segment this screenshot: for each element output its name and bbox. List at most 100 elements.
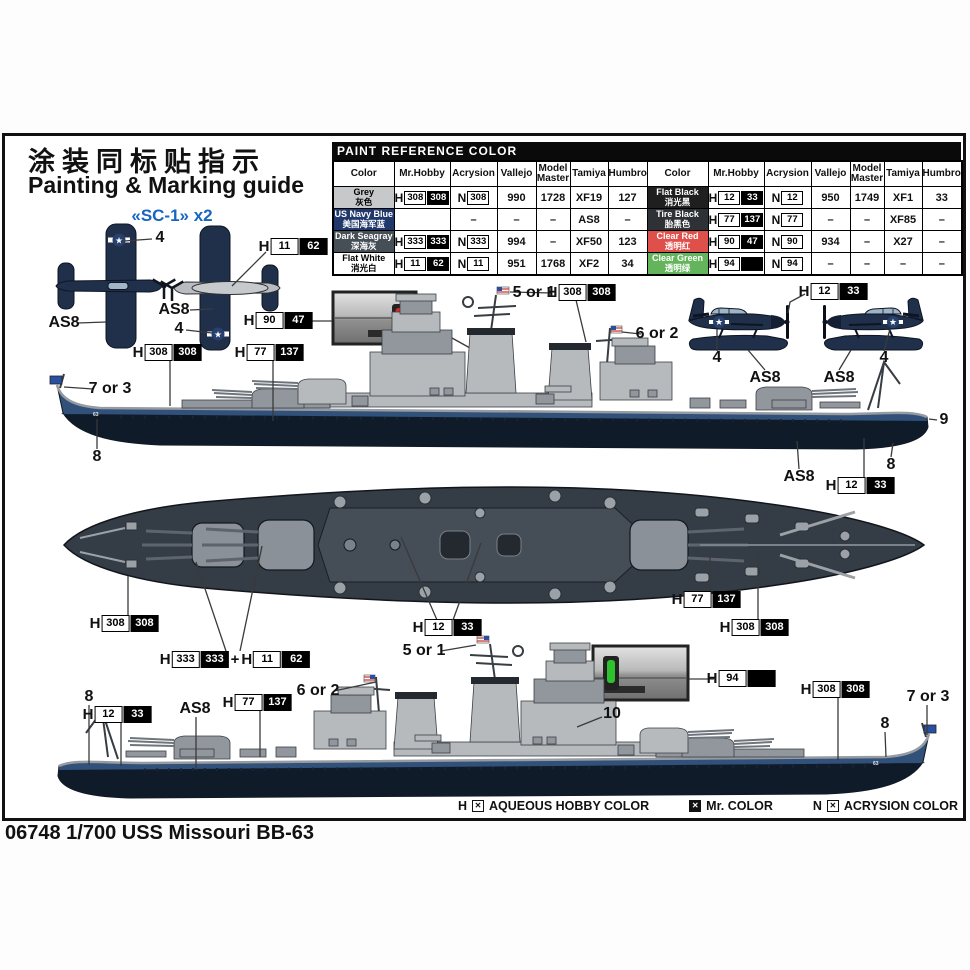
tamiya-cell: XF2 [569,252,609,276]
decal8-sv1-stern: 8 [886,456,896,473]
decal9-sv1-stern: 9 [939,411,949,428]
column-header: Tamiya [569,160,609,187]
as8-planeB-float: AS8 [823,369,855,386]
decal8-sv1-bow: 8 [92,448,102,465]
mr-hobby-cell [393,208,451,231]
tamiya-cell: X27 [883,230,923,253]
column-header: Acrysion [763,160,812,187]
open-square-icon [471,800,484,812]
decal4-planeB: 4 [879,349,889,366]
humbrol-cell: 123 [607,230,648,253]
decal4-planeA: 4 [712,349,722,366]
column-header: Humbrol [607,160,648,187]
sc1-note: «SC-1» x2 [131,206,213,225]
decal6or2-sv1: 6 or 2 [635,325,679,342]
model_master-cell: – [535,230,571,253]
column-header: Mr.Hobby [707,160,765,187]
decal8-sv2-stern: 8 [84,688,94,705]
model_master-cell: – [849,208,885,231]
as8-sv1-hull: AS8 [783,468,815,485]
tamiya-cell: AS8 [569,208,609,231]
paint-brand-legend: HAQUEOUS HOBBY COLORMr. COLORNACRYSION C… [458,799,958,813]
page-title-english: Painting & Marking guide [28,172,305,198]
legend-item: NACRYSION COLOR [813,799,958,813]
model_master-cell: – [535,208,571,231]
column-header: Vallejo [810,160,851,187]
model_master-cell: 1728 [535,186,571,209]
vallejo-cell: – [810,208,851,231]
page-title-chinese: 涂装同标贴指示 [28,147,266,177]
humbrol-cell: – [921,230,963,253]
legend-item: Mr. COLOR [689,799,773,813]
open-square-icon [826,800,839,812]
vallejo-cell: 950 [810,186,851,209]
vallejo-cell: – [496,208,537,231]
decal4-plane-topR: 4 [174,320,184,337]
humbrol-cell: 127 [607,186,648,209]
humbrol-cell: – [921,208,963,231]
column-header: Model Master [849,160,885,187]
vallejo-cell: 934 [810,230,851,253]
model_master-cell: 1749 [849,186,885,209]
humbrol-cell: – [921,252,963,276]
as8-sv2-hull: AS8 [179,700,211,717]
column-header: Color [332,160,395,187]
decal6or2-sv2: 6 or 2 [296,682,340,699]
decal7or3-sv2-bow: 7 or 3 [906,688,950,705]
column-header: Acrysion [449,160,498,187]
column-header: Tamiya [883,160,923,187]
paint-table-title: PAINT REFERENCE COLOR [332,142,961,160]
decal8-sv2-bow: 8 [880,715,890,732]
vallejo-cell: 990 [496,186,537,209]
column-header: Model Master [535,160,571,187]
